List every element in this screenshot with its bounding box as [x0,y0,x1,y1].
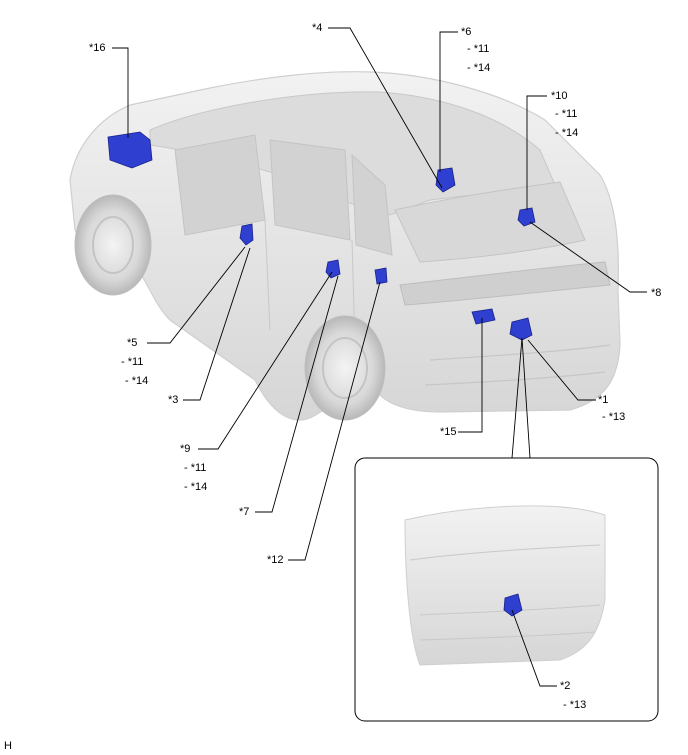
callout-9-sub-2: - *14 [184,481,208,493]
callout-5: *5 [127,337,138,349]
callout-7: *7 [239,506,250,518]
car-body [69,71,621,421]
callout-15: *15 [440,426,457,438]
component-15 [471,308,496,325]
callout-5-sub-2: - *14 [125,375,149,387]
component-9-7 [325,259,341,279]
callout-1-sub-1: - *13 [602,411,626,423]
component-10 [517,207,536,227]
component-1 [509,317,533,341]
callout-12: *12 [267,554,284,566]
callout-9-sub-1: - *11 [184,462,207,474]
corner-mark: H [4,740,12,752]
callout-16: *16 [89,42,106,54]
callout-2: *2 [560,680,571,692]
callout-6: *6 [461,26,472,38]
callout-6-sub-1: - *11 [467,43,490,55]
callout-2-sub-1: - *13 [563,699,587,711]
component-5-3 [239,223,254,246]
inset-detail [354,457,659,722]
component-12 [374,267,388,285]
callout-1: *1 [598,394,609,406]
callout-3: *3 [168,394,179,406]
callout-5-sub-1: - *11 [121,356,144,368]
callout-10-sub-1: - *11 [555,108,578,120]
callout-10-sub-2: - *14 [555,127,579,139]
callout-10: *10 [551,90,568,102]
component-2 [503,593,523,617]
leader-lines [112,27,647,687]
components [107,131,536,617]
callout-6-sub-2: - *14 [467,62,491,74]
callout-8: *8 [651,287,662,299]
callout-9: *9 [180,443,191,455]
component-16 [107,131,153,169]
callout-4: *4 [312,22,323,34]
